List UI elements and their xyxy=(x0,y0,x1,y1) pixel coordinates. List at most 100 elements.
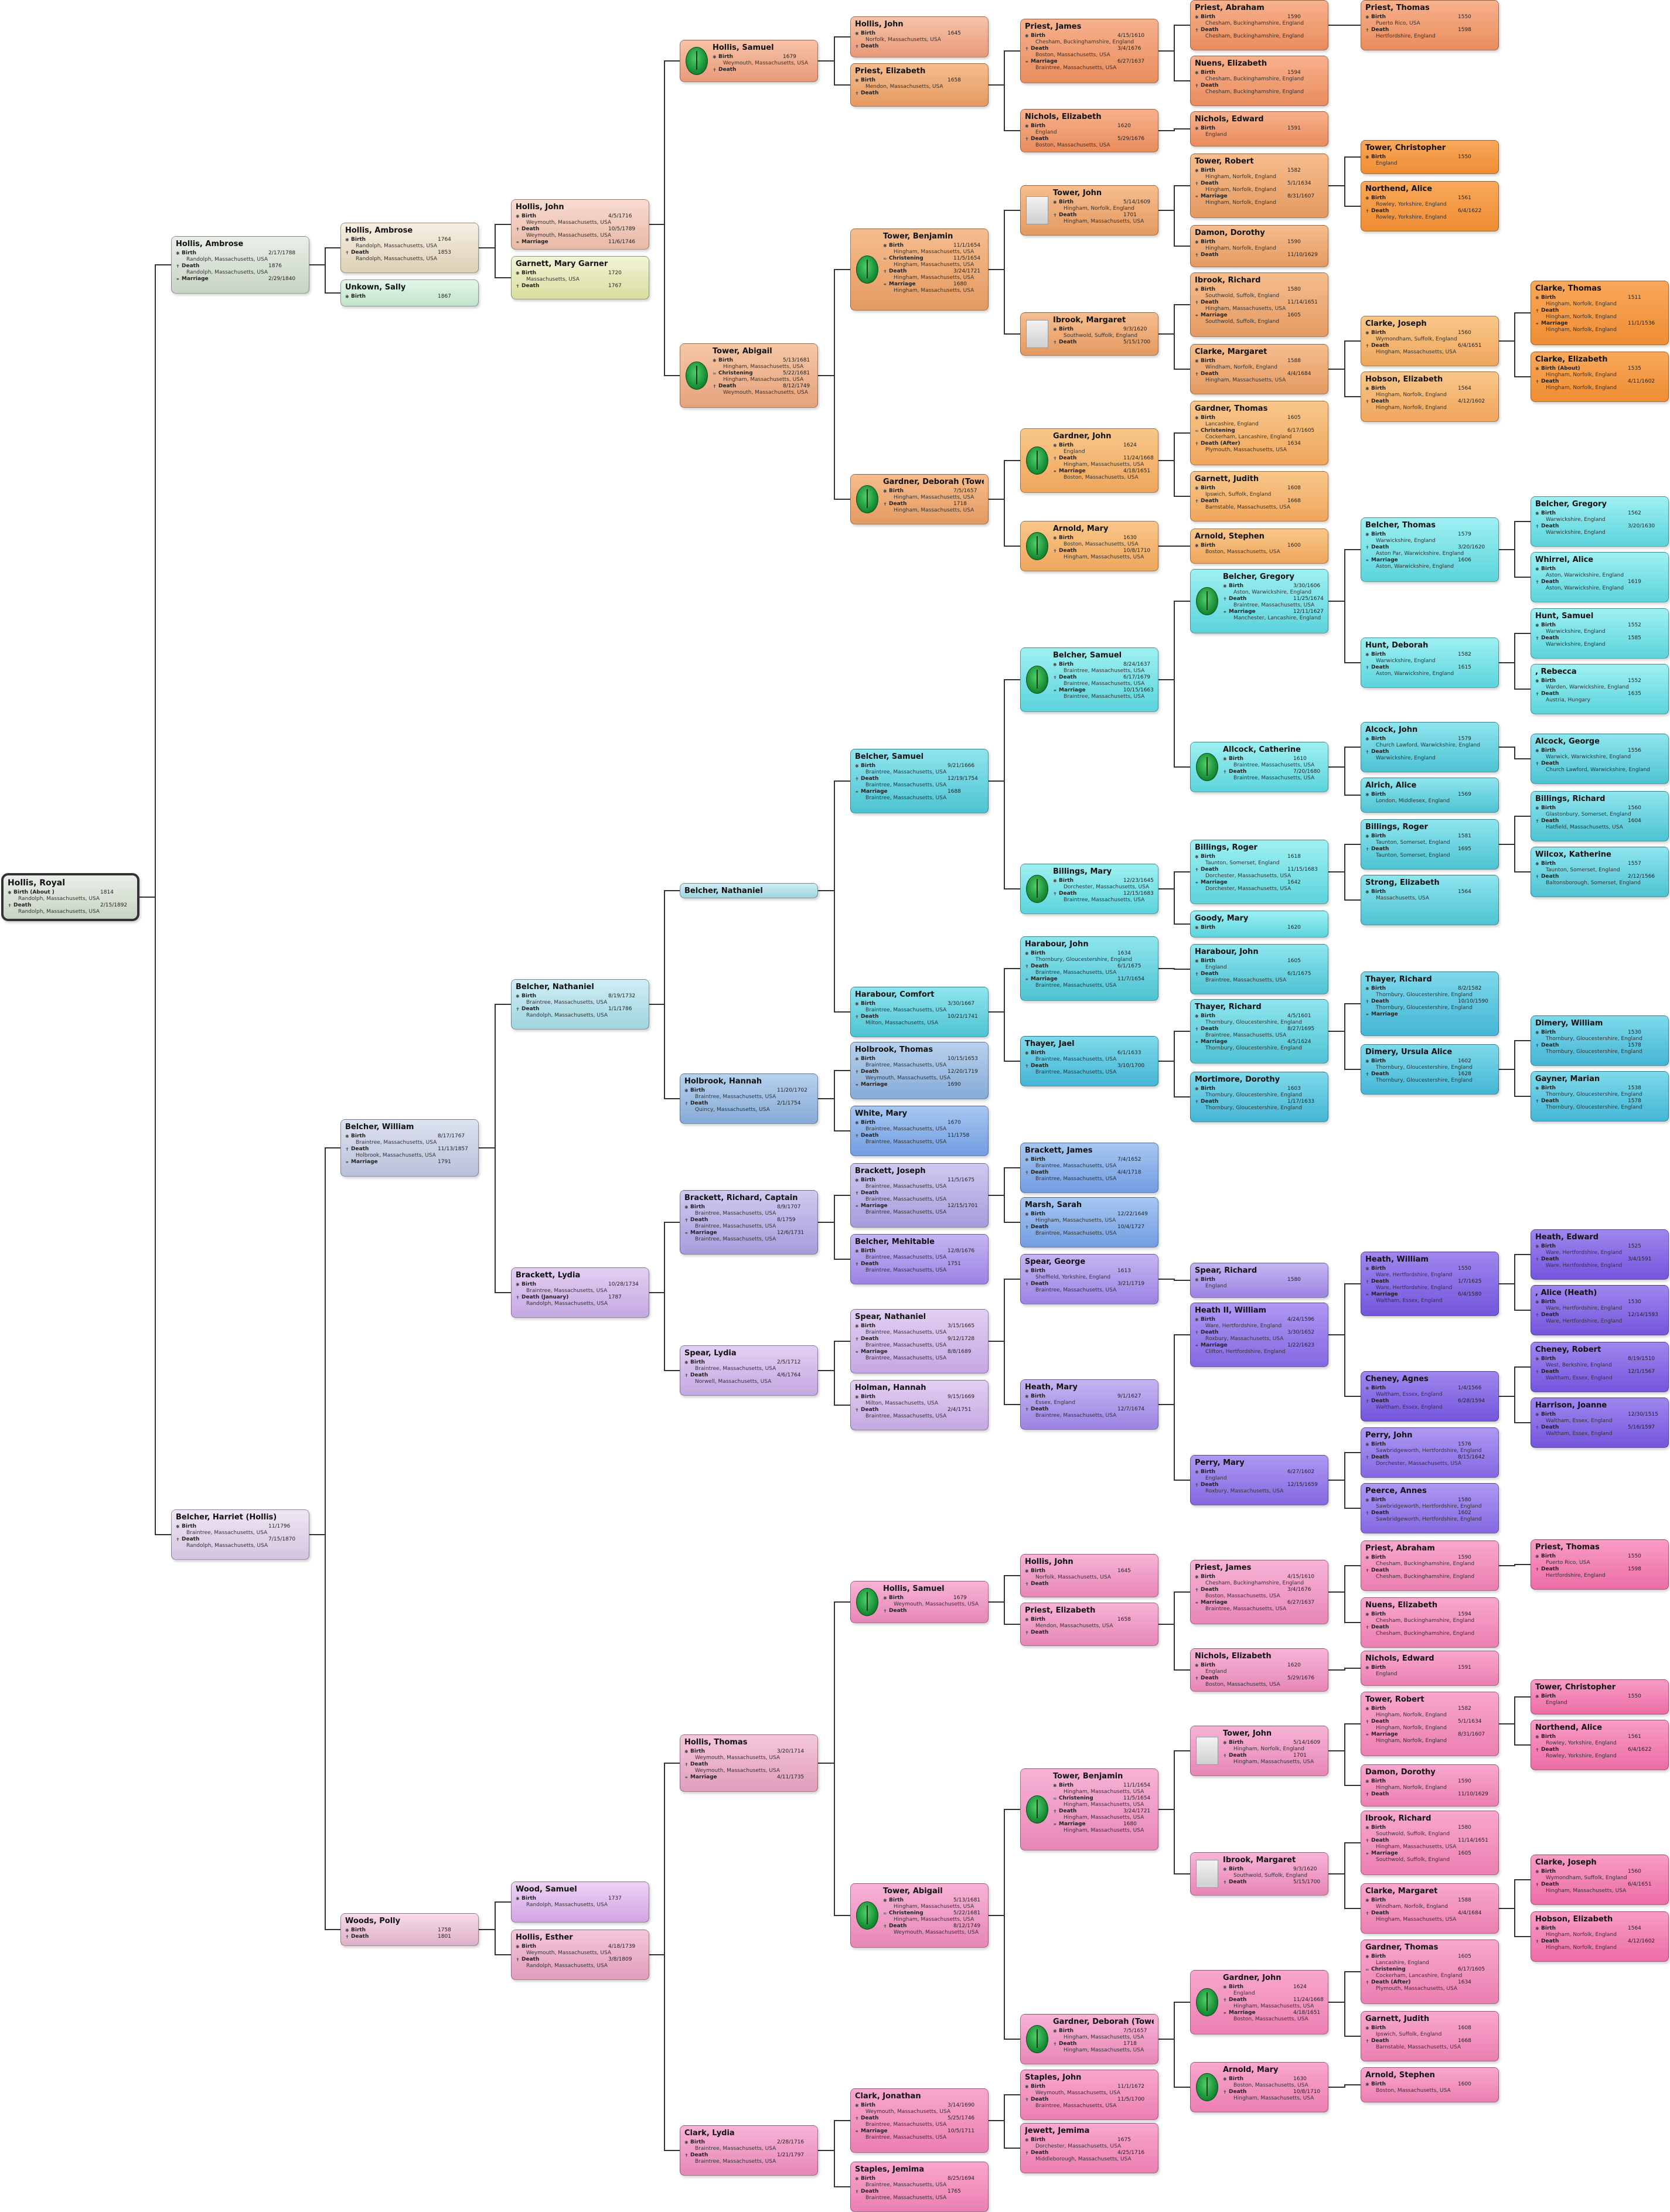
person-card-belcher-nathaniel[interactable]: Belcher, Nathaniel xyxy=(680,883,818,898)
